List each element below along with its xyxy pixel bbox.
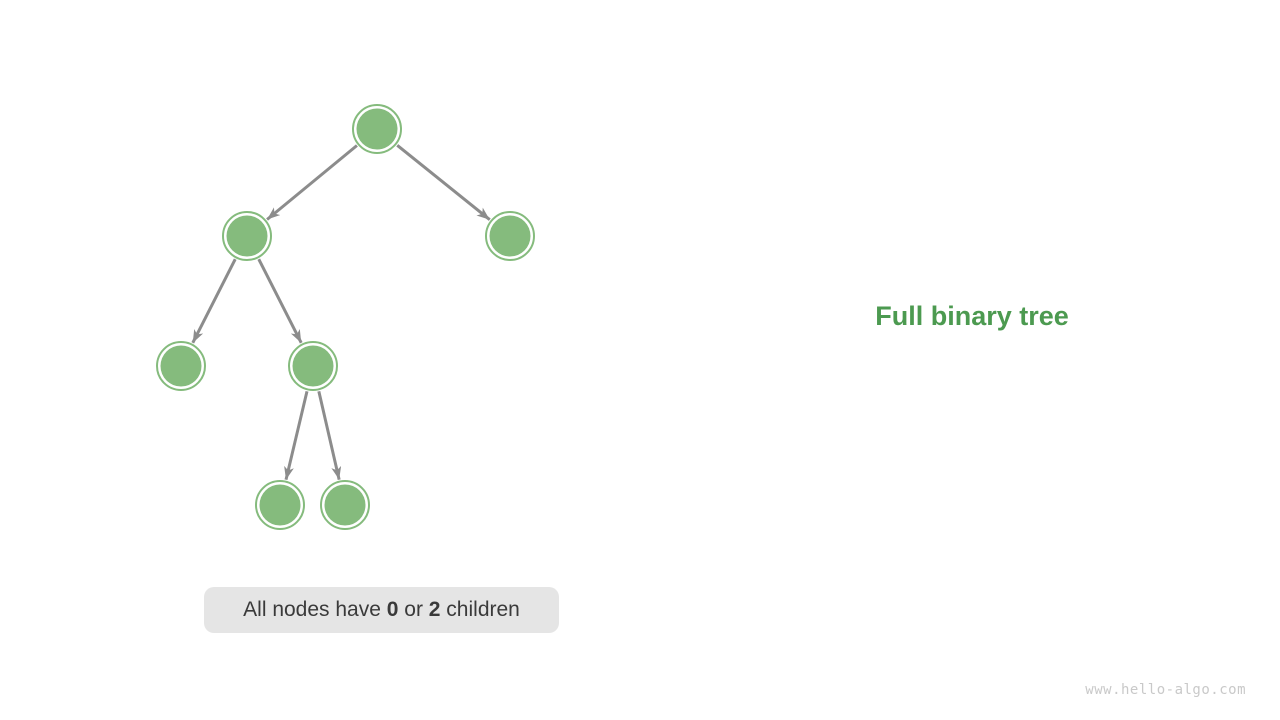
node-body <box>324 484 366 526</box>
node-body <box>226 215 268 257</box>
tree-node-root <box>352 104 402 154</box>
caption-text-middle: or <box>398 598 429 621</box>
figure-title: Full binary tree <box>875 301 1069 331</box>
tree-node-left-child <box>222 211 272 261</box>
node-body <box>160 345 202 387</box>
node-body <box>259 484 301 526</box>
tree-edge-left-child-to-left-grandchild <box>191 258 237 344</box>
caption-bold-zero: 0 <box>386 598 399 621</box>
node-body <box>292 345 334 387</box>
tree-edge-left-child-to-right-grandchild <box>257 258 303 344</box>
tree-node-right-greatgrandchild <box>320 480 370 530</box>
tree-edge-right-grandchild-to-right-greatgrandchild <box>317 391 342 480</box>
caption-pill: All nodes have 0 or 2 children <box>204 587 559 633</box>
tree-node-right-grandchild <box>288 341 338 391</box>
tree-node-left-greatgrandchild <box>255 480 305 530</box>
tree-edge-root-to-left-child <box>266 144 358 221</box>
caption-text-prefix: All nodes have <box>243 598 387 621</box>
tree-edge-right-grandchild-to-left-greatgrandchild <box>284 390 309 481</box>
caption-text-suffix: children <box>440 598 520 621</box>
watermark-url: www.hello-algo.com <box>1085 682 1246 698</box>
tree-node-right-child <box>485 211 535 261</box>
tree-node-left-grandchild <box>156 341 206 391</box>
tree-edge-root-to-right-child <box>396 144 491 221</box>
node-body <box>489 215 531 257</box>
node-body <box>356 108 398 150</box>
caption-bold-two: 2 <box>428 598 441 621</box>
